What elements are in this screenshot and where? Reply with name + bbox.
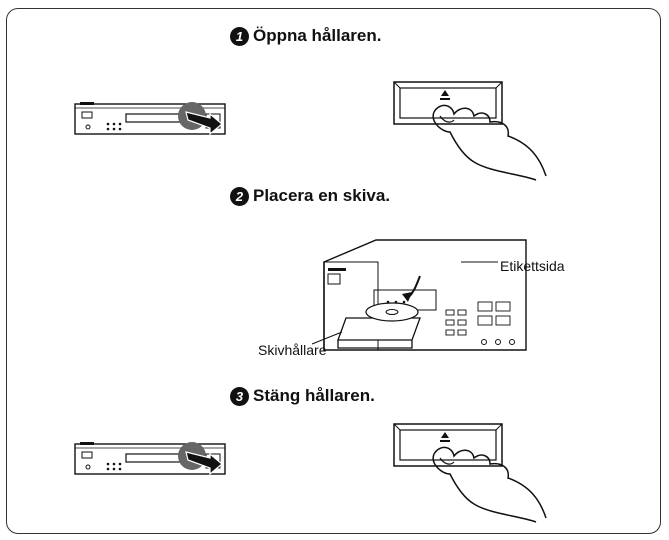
cd-player-close-illustration bbox=[74, 442, 226, 476]
eject-button-press-illustration bbox=[393, 81, 547, 181]
step-2-heading: 2 Placera en skiva. bbox=[230, 186, 390, 206]
instruction-frame bbox=[6, 8, 661, 534]
label-side-callout: Etikettsida bbox=[500, 258, 565, 274]
cd-player-open-illustration bbox=[74, 102, 226, 136]
eject-icon bbox=[441, 90, 449, 96]
eject-button-press-illustration-2 bbox=[393, 423, 547, 523]
eject-icon-2 bbox=[441, 432, 449, 438]
step-3-heading: 3 Stäng hållaren. bbox=[230, 386, 375, 406]
step-1-title: Öppna hållaren. bbox=[253, 26, 382, 45]
step-3-title: Stäng hållaren. bbox=[253, 386, 375, 405]
step-3-number-badge: 3 bbox=[230, 386, 249, 406]
step-1-number-badge: 1 bbox=[230, 26, 249, 46]
step-2-number-badge: 2 bbox=[230, 186, 249, 206]
cd-player-tray-illustration bbox=[311, 239, 527, 351]
tray-callout: Skivhållare bbox=[258, 342, 327, 358]
step-1-heading: 1 Öppna hållaren. bbox=[230, 26, 381, 46]
step-2-title: Placera en skiva. bbox=[253, 186, 391, 205]
